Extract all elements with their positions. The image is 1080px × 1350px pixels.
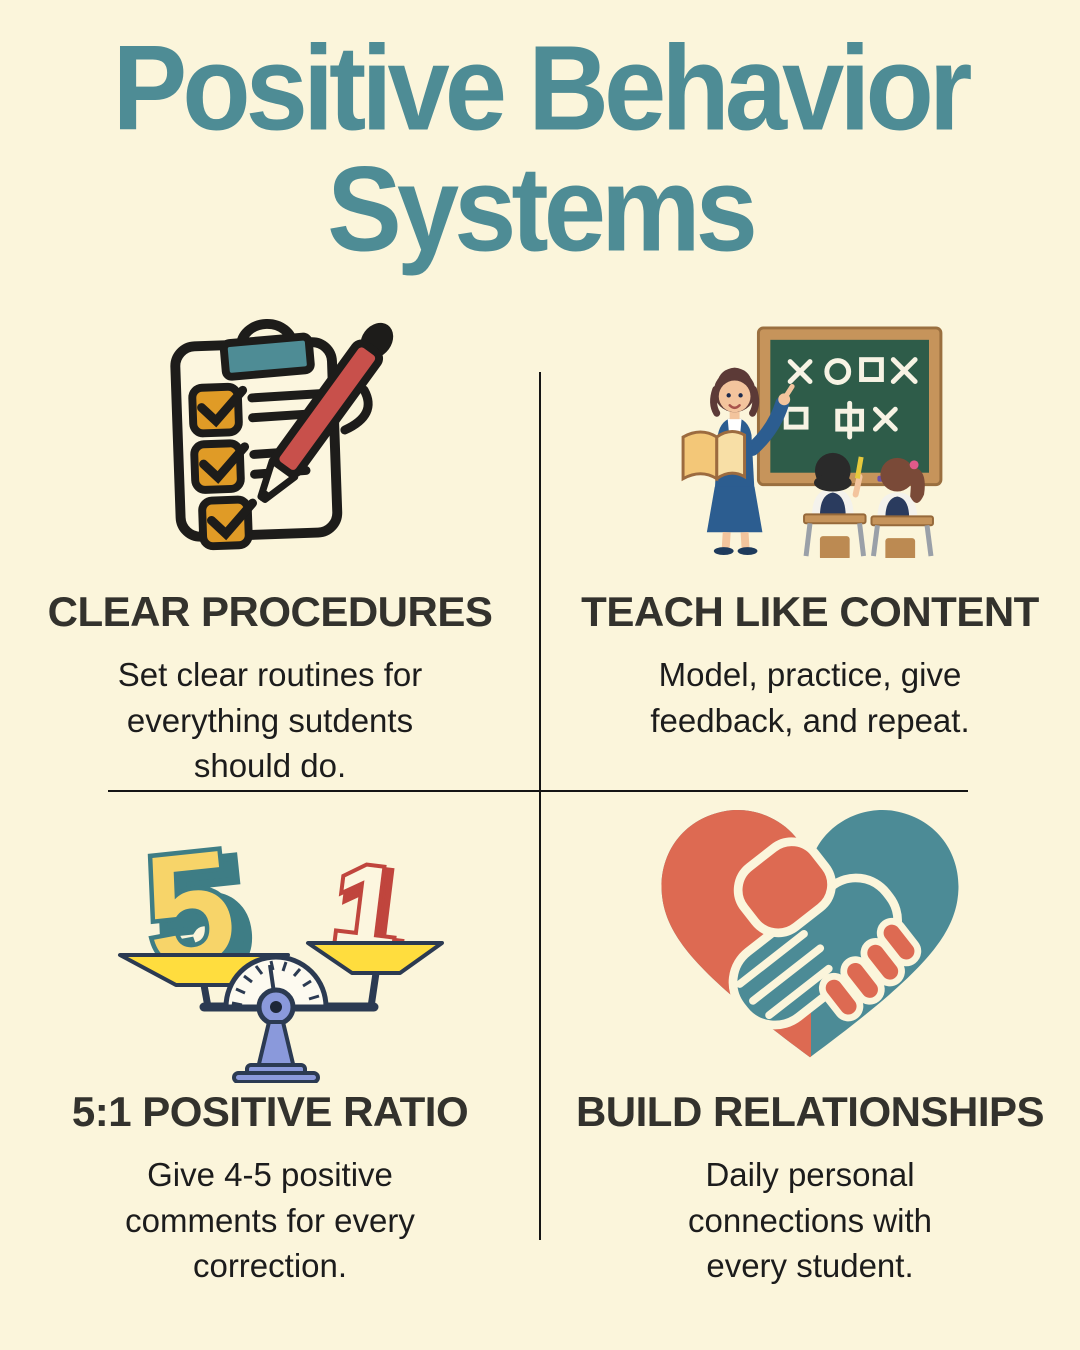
quadrant-clear-procedures: CLEAR PROCEDURES Set clear routines for … xyxy=(35,300,505,789)
vertical-divider xyxy=(539,372,541,1240)
page-title: Positive Behavior Systems xyxy=(0,20,1080,277)
quadrant-body: Daily personal connections with every st… xyxy=(688,1156,932,1285)
quadrant-positive-ratio: 5 5 1 1 xyxy=(35,795,505,1289)
quadrant-heading: CLEAR PROCEDURES xyxy=(47,588,493,635)
clipboard-icon-slot xyxy=(136,300,404,558)
heart-handshake-icon xyxy=(661,809,959,1057)
quadrant-heading: BUILD RELATIONSHIPS xyxy=(575,1088,1045,1135)
title-line-2: Systems xyxy=(327,141,758,277)
title-line-1: Positive Behavior xyxy=(112,20,973,156)
teacher-classroom-icon xyxy=(681,326,943,558)
horizontal-divider xyxy=(108,790,968,792)
quadrant-body: Set clear routines for everything sutden… xyxy=(117,656,423,785)
quadrant-body: Give 4-5 positive comments for every cor… xyxy=(125,1156,415,1285)
clipboard-checklist-icon xyxy=(170,318,394,551)
quadrant-heading: TEACH LIKE CONTENT xyxy=(581,588,1039,635)
balance-scale-icon: 5 5 1 1 xyxy=(118,812,444,1083)
quadrant-build-relationships: BUILD RELATIONSHIPS Daily personal conne… xyxy=(575,795,1045,1289)
quadrant-teach-like-content: TEACH LIKE CONTENT Model, practice, give… xyxy=(575,300,1045,743)
scale-icon-slot: 5 5 1 1 xyxy=(90,795,450,1083)
quadrant-heading: 5:1 POSITIVE RATIO xyxy=(71,1088,469,1135)
heart-icon-slot xyxy=(650,795,970,1080)
teacher-icon-slot xyxy=(670,300,950,558)
quadrant-body: Model, practice, give feedback, and repe… xyxy=(650,656,970,739)
